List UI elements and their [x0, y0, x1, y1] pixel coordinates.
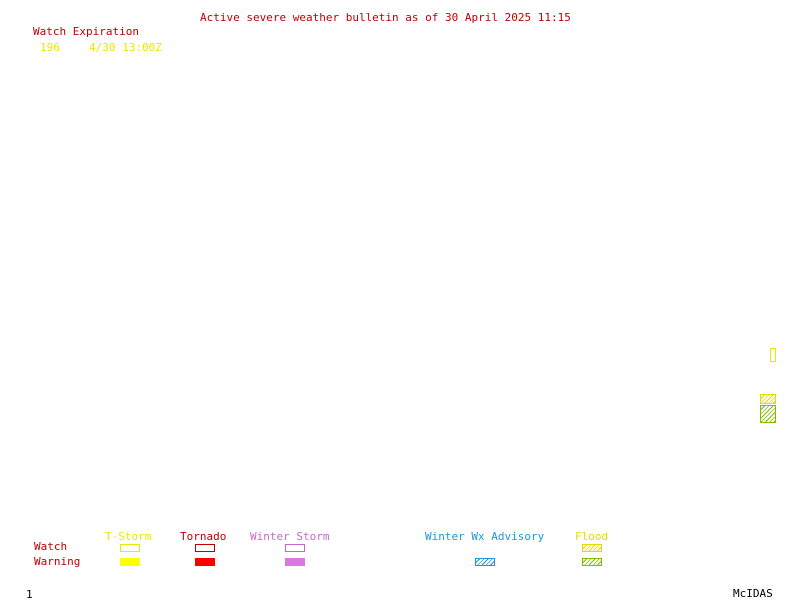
tornado-warning-swatch [195, 558, 215, 566]
tornado-watch-swatch [195, 544, 215, 552]
flood-warning-area [760, 405, 776, 423]
legend-tornado-label: Tornado [180, 530, 227, 543]
flood-warning-swatch [582, 558, 602, 566]
legend-winter-wx-advisory-label: Winter Wx Advisory [425, 530, 545, 543]
legend-watch-row-label: Watch [34, 540, 68, 553]
legend-flood-label: Flood [575, 530, 609, 543]
software-label: McIDAS [733, 587, 773, 600]
winter-storm-watch-swatch [285, 544, 305, 552]
winter-storm-warning-swatch [285, 558, 305, 566]
legend-winter-storm-label: Winter Storm [250, 530, 330, 543]
watch-expiration-time: 4/30 13:00Z [89, 41, 162, 54]
watch-number: 196 [40, 41, 60, 54]
tstorm-warning-swatch [120, 558, 140, 566]
legend-tstorm-label: T-Storm [105, 530, 152, 543]
watch-expiration-heading: Watch Expiration [33, 25, 139, 38]
tstorm-watch-swatch [120, 544, 140, 552]
tstorm-watch-area [770, 348, 776, 362]
winter-wx-advisory-swatch [475, 558, 495, 566]
flood-watch-area [760, 394, 776, 404]
bulletin-title: Active severe weather bulletin as of 30 … [200, 11, 571, 24]
frame-number: 1 [26, 588, 33, 601]
legend-warning-row-label: Warning [34, 555, 81, 568]
flood-watch-swatch [582, 544, 602, 552]
